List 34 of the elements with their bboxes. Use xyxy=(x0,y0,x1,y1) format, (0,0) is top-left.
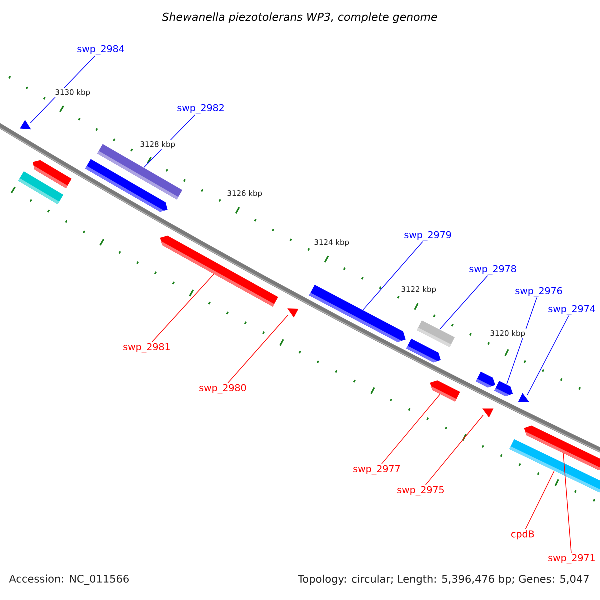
gene-feature xyxy=(18,172,64,204)
gene-label: swp_2977 xyxy=(354,465,400,475)
gene-feature xyxy=(288,308,299,318)
gene-label: swp_2982 xyxy=(178,104,224,114)
leader-line xyxy=(506,298,538,385)
gene-feature xyxy=(494,381,514,396)
leader-line xyxy=(525,470,555,530)
accession-note: Accession: NC_011566 xyxy=(8,574,131,586)
leader-line xyxy=(382,394,441,465)
gene-feature xyxy=(406,338,442,363)
gene-label: swp_2980 xyxy=(200,384,246,394)
gene-label: swp_2976 xyxy=(516,287,562,297)
gene-feature xyxy=(510,439,600,493)
gene-label: swp_2978 xyxy=(470,265,516,275)
leader-line xyxy=(563,453,572,554)
gene-label: swp_2975 xyxy=(398,486,444,496)
gene-label: swp_2979 xyxy=(404,231,452,241)
leader-line xyxy=(228,314,289,384)
leader-line xyxy=(362,242,424,311)
leader-line xyxy=(152,274,214,343)
gene-feature xyxy=(518,393,530,402)
leader-line xyxy=(425,414,484,486)
title: Shewanella piezotolerans WP3, complete genome xyxy=(162,12,438,24)
gene-label: swp_2974 xyxy=(548,305,596,315)
gene-label: cpdB xyxy=(512,530,534,540)
gene-label: swp_2981 xyxy=(124,343,170,353)
gene-label: swp_2971 xyxy=(548,554,595,564)
leader-line xyxy=(440,276,488,330)
gene-feature xyxy=(482,408,494,418)
gene-feature xyxy=(20,120,32,130)
leader-line xyxy=(527,316,570,396)
gene-feature xyxy=(430,380,460,402)
gene-label: swp_2984 xyxy=(78,45,124,55)
genome-summary: Topology: circular; Length: 5,396,476 bp; Genes: 5,047 xyxy=(297,574,591,586)
